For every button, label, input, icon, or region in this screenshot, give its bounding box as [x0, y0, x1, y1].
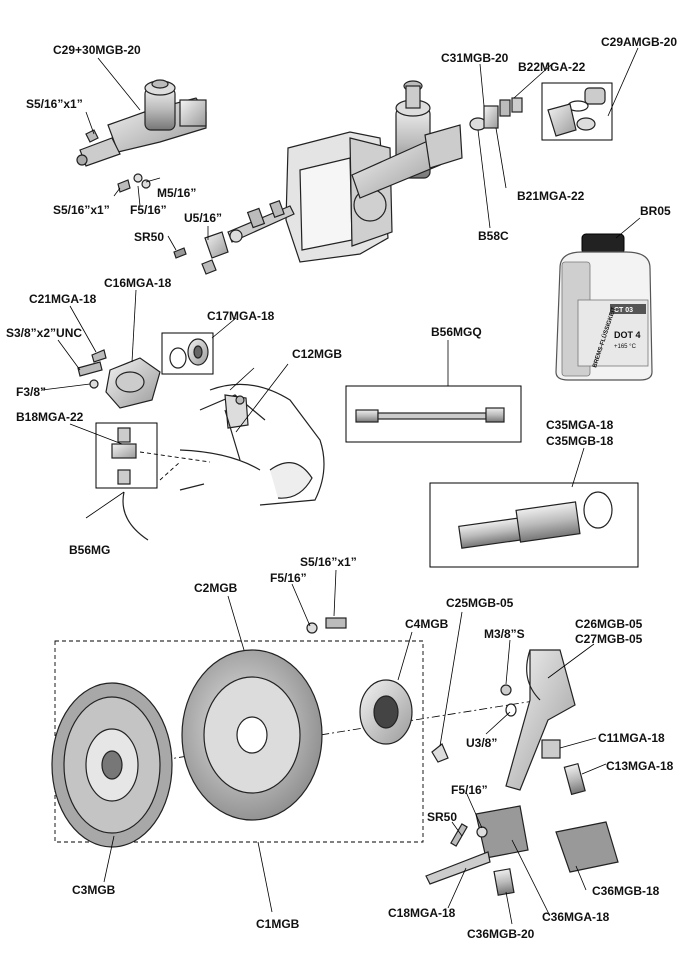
label-c18mga-18: C18MGA-18	[388, 906, 456, 920]
label-c36mgb-18: C36MGB-18	[592, 884, 660, 898]
reservoir-cap-parts	[547, 87, 606, 137]
release-bearing	[359, 679, 413, 745]
slave-seal-kit	[169, 338, 209, 369]
reservoir-cap-inset-box	[541, 82, 613, 141]
label-sr50-bottom: SR50	[427, 810, 457, 824]
label-f5-16-bottom: F5/16”	[451, 783, 488, 797]
label-b21mga-22: B21MGA-22	[517, 189, 585, 203]
braided-hose-box	[345, 385, 522, 443]
label-s5-16x1-top: S5/16”x1”	[26, 97, 83, 111]
union-fittings	[469, 97, 523, 131]
label-c11mga-18: C11MGA-18	[598, 731, 665, 745]
label-m3-8s: M3/8”S	[484, 627, 525, 641]
label-c25mgb-05: C25MGB-05	[446, 596, 514, 610]
label-c17mga-18: C17MGA-18	[207, 309, 275, 323]
pedal-box-bulkhead	[285, 80, 463, 263]
label-c27mgb-05: C27MGB-05	[575, 632, 643, 646]
leader-lines	[41, 47, 641, 925]
label-br05: BR05	[640, 204, 671, 218]
label-c36mga-18: C36MGA-18	[542, 910, 610, 924]
slave-seal-inset-box	[161, 332, 214, 375]
label-c21mga-18: C21MGA-18	[29, 292, 97, 306]
clutch-fork	[500, 649, 586, 796]
label-f5-16-top: F5/16”	[130, 203, 167, 217]
label-f3-8: F3/8”	[16, 385, 46, 399]
hose-inset-box	[95, 422, 158, 489]
label-c2mgb: C2MGB	[194, 581, 238, 595]
label-u5-16: U5/16”	[184, 211, 222, 225]
bottle-temp-text: +165 °C	[614, 344, 637, 350]
label-b56mg: B56MG	[69, 543, 110, 557]
label-c36mgb-20: C36MGB-20	[467, 927, 535, 941]
label-b58c: B58C	[478, 229, 509, 243]
label-c16mga-18: C16MGA-18	[104, 276, 172, 290]
label-c13mga-18: C13MGA-18	[606, 759, 674, 773]
label-c29-30mgb-20: C29+30MGB-20	[53, 43, 141, 57]
label-b22mga-22: B22MGA-22	[518, 60, 586, 74]
alignment-tool-box	[429, 482, 639, 568]
label-c3mgb: C3MGB	[72, 883, 116, 897]
bottle-grade-text: DOT 4	[614, 330, 641, 340]
label-m5-16: M5/16”	[157, 186, 196, 200]
slave-cylinder	[77, 349, 161, 409]
label-b18mga-22: B18MGA-22	[16, 410, 84, 424]
label-c12mgb: C12MGB	[292, 347, 342, 361]
pressure-plate-bolt	[306, 617, 347, 634]
braided-hose	[355, 407, 505, 423]
label-f5-16-mid: F5/16”	[270, 571, 307, 585]
pressure-plate	[181, 649, 323, 821]
label-c1mgb: C1MGB	[256, 917, 300, 931]
label-u3-8: U3/8”	[466, 736, 497, 750]
brake-fluid-bottle: CT 03 DOT 4 +165 °C BREMS-FLÜSSIGKEIT	[555, 233, 653, 381]
bottle-cap-text: CT 03	[614, 307, 633, 314]
pushrod-and-clevis	[173, 199, 295, 275]
label-b56mgq: B56MGQ	[431, 325, 482, 339]
label-s3-8x2unc: S3/8”x2”UNC	[6, 326, 82, 340]
flexible-hose	[122, 451, 211, 541]
rubber-boot-and-lever	[425, 805, 619, 896]
label-s5-16x1-bottom: S5/16”x1”	[300, 555, 357, 569]
label-c26mgb-05: C26MGB-05	[575, 617, 643, 631]
hose-union	[111, 427, 137, 485]
clip	[431, 743, 449, 763]
label-c35mgb-18: C35MGB-18	[546, 434, 614, 448]
clutch-disc	[51, 682, 173, 848]
label-c29amgb-20: C29AMGB-20	[601, 35, 677, 49]
car-outline	[179, 383, 325, 506]
part-labels: C29+30MGB-20 S5/16”x1” M5/16” S5/16”x1” …	[6, 35, 677, 941]
label-c31mgb-20: C31MGB-20	[441, 51, 509, 65]
label-c4mgb: C4MGB	[405, 617, 449, 631]
master-cylinder-left	[76, 79, 207, 167]
label-c35mga-18: C35MGA-18	[546, 418, 614, 432]
center-axis-line	[99, 699, 541, 771]
label-s5-16x1-mid: S5/16”x1”	[53, 203, 110, 217]
label-sr50-top: SR50	[134, 230, 164, 244]
clutch-alignment-tool	[458, 491, 613, 549]
